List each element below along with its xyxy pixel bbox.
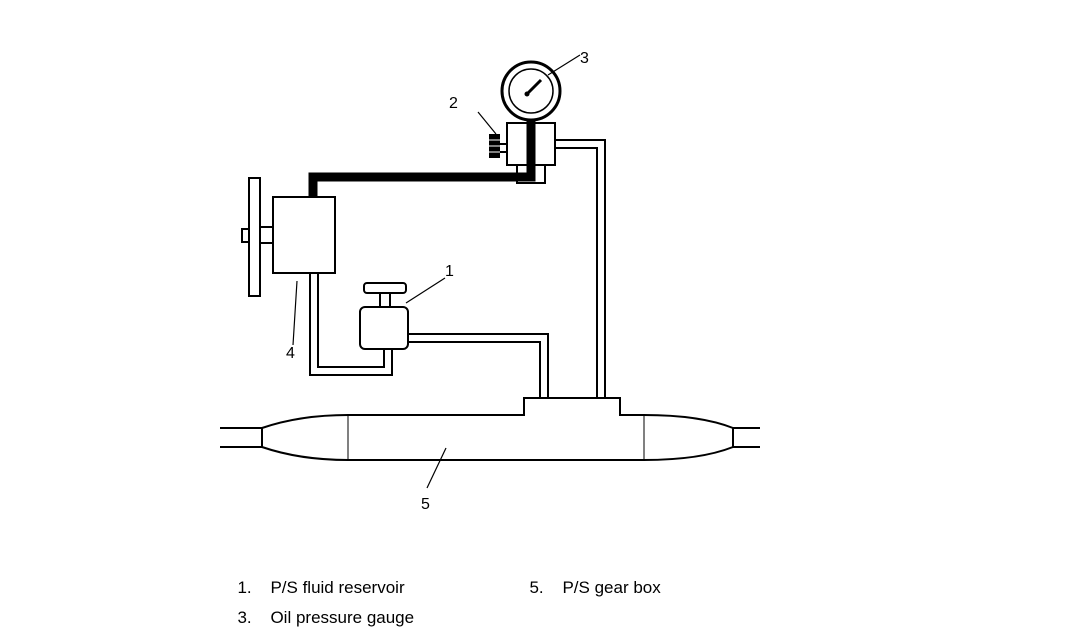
legend-label: Oil pressure gauge [270, 608, 415, 627]
legend-label: P/S fluid reservoir [270, 578, 405, 597]
callout-4: 4 [286, 345, 295, 362]
legend-item-5: 5. P/S gear box [520, 558, 661, 598]
callout-5: 5 [421, 496, 430, 513]
legend-number: 1. [237, 578, 252, 597]
legend-label: P/S gear box [562, 578, 661, 597]
valve-knob [489, 134, 500, 158]
legend-number: 3. [237, 608, 252, 627]
steering-wheel [241, 177, 274, 297]
legend-item-1: 1. P/S fluid reservoir [228, 558, 405, 598]
ps-fluid-reservoir [359, 282, 549, 398]
ps-gear-box [220, 397, 760, 461]
legend-item-3: 3. Oil pressure gauge [228, 588, 414, 628]
pressure-hose [308, 121, 536, 197]
callout-2: 2 [449, 95, 458, 112]
return-line [555, 139, 606, 398]
callout-3: 3 [580, 50, 589, 67]
oil-pressure-gauge [500, 60, 562, 127]
leader-lines [292, 54, 581, 489]
legend-number: 5. [529, 578, 544, 597]
oil-pump [272, 196, 393, 376]
callout-1: 1 [445, 263, 454, 280]
